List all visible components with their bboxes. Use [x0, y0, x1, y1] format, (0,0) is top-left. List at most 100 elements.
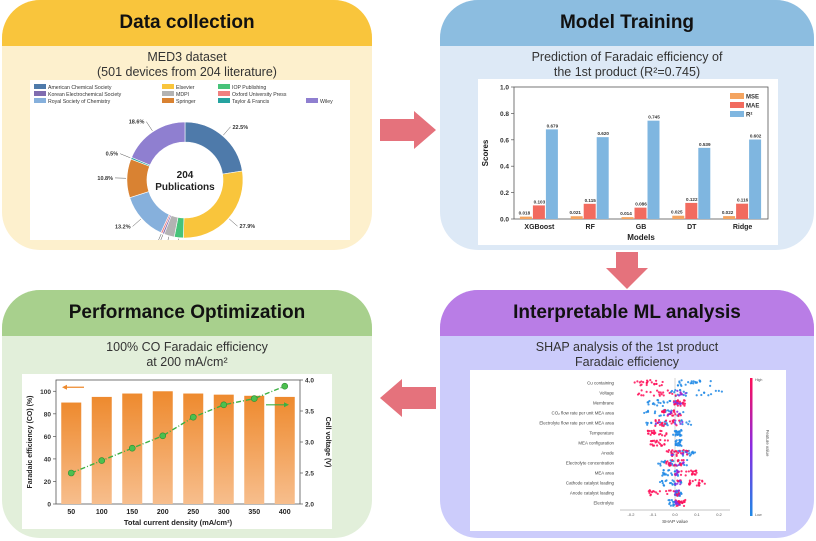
bar-value-label: 0.014 — [620, 211, 632, 216]
shap-colorbar — [750, 378, 753, 516]
shap-point — [659, 401, 662, 405]
model-scores-chart: 0.00.20.40.60.81.0ScoresXGBoost0.0180.10… — [481, 85, 769, 242]
x-tick-label: 400 — [279, 509, 291, 516]
shap-point — [676, 460, 680, 463]
shap-point — [676, 444, 679, 447]
slice-leader-line — [120, 153, 131, 159]
shap-point — [675, 504, 678, 508]
voltage-point — [220, 401, 228, 409]
slice-label: 27.9% — [240, 224, 256, 230]
shap-point — [697, 484, 701, 487]
shap-point — [679, 414, 682, 417]
shap-point — [669, 462, 672, 465]
shap-point — [645, 379, 649, 382]
shap-point — [660, 434, 664, 437]
legend-swatch — [730, 93, 744, 99]
y-tick-label: 60 — [44, 434, 52, 441]
x-tick-label: RF — [586, 224, 596, 231]
shap-point — [687, 482, 691, 485]
x-tick-label: XGBoost — [524, 224, 555, 231]
slice-leader-line — [156, 233, 162, 245]
shap-point — [689, 423, 693, 426]
x-tick-label: Ridge — [733, 224, 753, 231]
interpretable-ml-subtitle-1: SHAP analysis of the 1st product — [535, 340, 719, 354]
shap-point — [656, 389, 659, 392]
shap-point — [707, 394, 710, 397]
model-training-panel: Model Training Prediction of Faradaic ef… — [440, 0, 814, 250]
shap-point — [687, 470, 690, 473]
shap-point — [659, 391, 662, 394]
shap-point — [645, 383, 648, 387]
shap-point — [681, 462, 685, 465]
donut-slice — [129, 191, 170, 234]
shap-point — [671, 453, 674, 456]
shap-point — [653, 412, 656, 415]
slice-leader-line — [229, 218, 238, 227]
shap-point — [668, 420, 672, 423]
shap-point — [669, 504, 672, 507]
shap-point — [685, 470, 688, 473]
shap-point — [668, 481, 672, 485]
shap-point — [678, 381, 681, 384]
shap-point — [672, 433, 675, 436]
shap-point — [649, 391, 652, 394]
shap-point — [676, 404, 679, 407]
shap-point — [652, 394, 656, 397]
shap-point — [665, 460, 668, 464]
y2-axis-label: Cell voltage (V) — [324, 417, 331, 468]
shap-point — [668, 501, 672, 504]
legend-swatch — [34, 91, 46, 96]
legend-label: IOP Publishing — [232, 85, 266, 91]
slice-leader-line — [223, 126, 231, 136]
legend-swatch — [218, 98, 230, 103]
shap-point — [668, 468, 671, 472]
x-tick-label: 300 — [218, 509, 230, 516]
legend-label: Wiley — [320, 99, 333, 105]
shap-point — [650, 429, 653, 433]
y-tick-label: 100 — [40, 389, 51, 396]
shap-point — [663, 461, 666, 464]
shap-point — [670, 473, 674, 476]
slice-leader-line — [165, 236, 170, 248]
shap-point — [663, 422, 667, 425]
shap-point — [662, 414, 666, 417]
voltage-line — [70, 385, 286, 474]
shap-point — [674, 389, 677, 392]
shap-point — [666, 492, 669, 496]
shap-point — [664, 408, 667, 412]
arrow-down-icon — [606, 252, 648, 289]
shap-point — [671, 414, 674, 417]
shap-point — [674, 433, 677, 436]
shap-point — [657, 401, 660, 404]
x-tick-label: -0.2 — [628, 512, 636, 517]
shap-point — [655, 439, 658, 442]
feature-label: MEA configuration — [578, 441, 614, 446]
shap-point — [674, 463, 677, 466]
shap-point — [698, 478, 701, 482]
shap-point — [709, 384, 712, 387]
data-collection-title: Data collection — [2, 0, 372, 46]
shap-point — [709, 380, 712, 383]
legend-label: Korean Electrochemical Society — [48, 92, 122, 98]
shap-point — [678, 400, 681, 403]
shap-point — [658, 442, 662, 445]
feature-label: Voltage — [599, 391, 614, 396]
shap-point — [654, 419, 657, 422]
shap-point — [686, 453, 689, 456]
voltage-point — [128, 444, 136, 452]
legend-label: R² — [746, 112, 752, 119]
shap-point — [701, 480, 704, 483]
slice-leader-line — [132, 218, 141, 227]
arrow-right-icon — [380, 111, 436, 149]
shap-point — [671, 459, 674, 462]
shap-point — [655, 491, 658, 494]
feature-label: Electrolyte flow rate per unit MEA area — [539, 421, 614, 426]
shap-point — [646, 421, 649, 425]
shap-point — [646, 429, 649, 432]
donut-center-count: 204 — [177, 170, 194, 181]
x-tick-label: 350 — [248, 509, 260, 516]
shap-point — [695, 394, 698, 397]
shap-point — [679, 443, 682, 446]
shap-point — [688, 454, 692, 457]
shap-point — [658, 394, 661, 397]
